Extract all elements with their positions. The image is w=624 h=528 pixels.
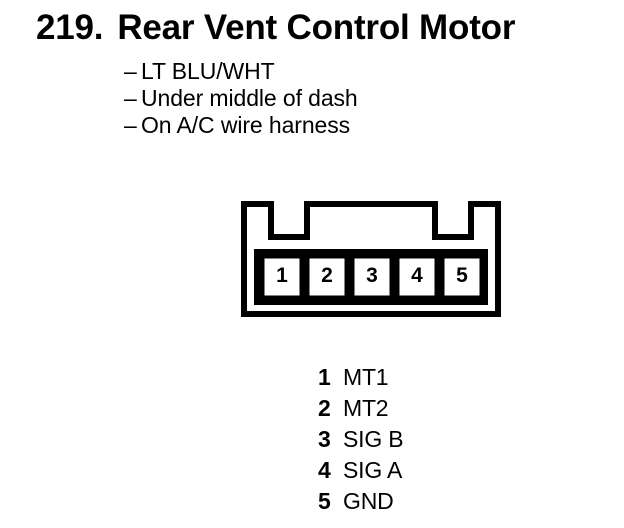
- pin-number-5: 5: [456, 264, 468, 287]
- legend-row-2: 2 MT2: [318, 393, 403, 424]
- page-title-number: 219.: [36, 8, 104, 47]
- description-line-1-text: LT BLU/WHT: [141, 58, 275, 84]
- description-line-1: –LT BLU/WHT: [124, 58, 358, 85]
- description-line-2-text: Under middle of dash: [141, 85, 358, 111]
- description-list: –LT BLU/WHT –Under middle of dash –On A/…: [124, 58, 358, 139]
- legend-row-4: 4 SIG A: [318, 455, 403, 486]
- pin-cavity-1: [259, 253, 305, 301]
- page-title-name: Rear Vent Control Motor: [117, 8, 516, 47]
- pin-number-1: 1: [276, 264, 288, 287]
- legend-pin-label-3: SIG B: [343, 426, 404, 452]
- terminal-block-frame: [254, 249, 488, 305]
- connector-outline-svg: [241, 201, 501, 317]
- legend-pin-label-1: MT1: [343, 364, 389, 390]
- legend-row-1: 1 MT1: [318, 362, 403, 393]
- pin-legend: 1 MT1 2 MT2 3 SIG B 4 SIG A 5 GND: [318, 362, 404, 517]
- pin-cavity-5: [439, 253, 485, 301]
- legend-pin-label-4: SIG A: [343, 457, 403, 483]
- legend-pin-label-2: MT2: [343, 395, 389, 421]
- legend-row-3: 3 SIG B: [318, 424, 404, 455]
- description-line-3-text: On A/C wire harness: [141, 112, 351, 138]
- page-title: 219. Rear Vent Control Motor: [36, 8, 515, 48]
- legend-pin-number-3: 3: [318, 426, 331, 452]
- legend-pin-number-5: 5: [318, 488, 331, 514]
- legend-pin-label-5: GND: [343, 488, 394, 514]
- pin-number-4: 4: [411, 264, 423, 287]
- description-line-3: –On A/C wire harness: [124, 112, 358, 139]
- dash-bullet: –: [124, 112, 137, 138]
- description-line-2: –Under middle of dash: [124, 85, 358, 112]
- dash-bullet: –: [124, 85, 137, 111]
- connector-housing-path: [241, 201, 501, 317]
- pin-cavity-4: [394, 253, 440, 301]
- legend-row-5: 5 GND: [318, 486, 403, 517]
- pin-number-2: 2: [321, 264, 333, 287]
- legend-pin-number-1: 1: [318, 364, 331, 390]
- pin-number-3: 3: [366, 264, 378, 287]
- pin-cavity-3: [349, 253, 395, 301]
- pin-cavity-2: [304, 253, 350, 301]
- dash-bullet: –: [124, 58, 137, 84]
- legend-pin-number-2: 2: [318, 395, 331, 421]
- connector-diagram: [236, 196, 506, 322]
- legend-pin-number-4: 4: [318, 457, 331, 483]
